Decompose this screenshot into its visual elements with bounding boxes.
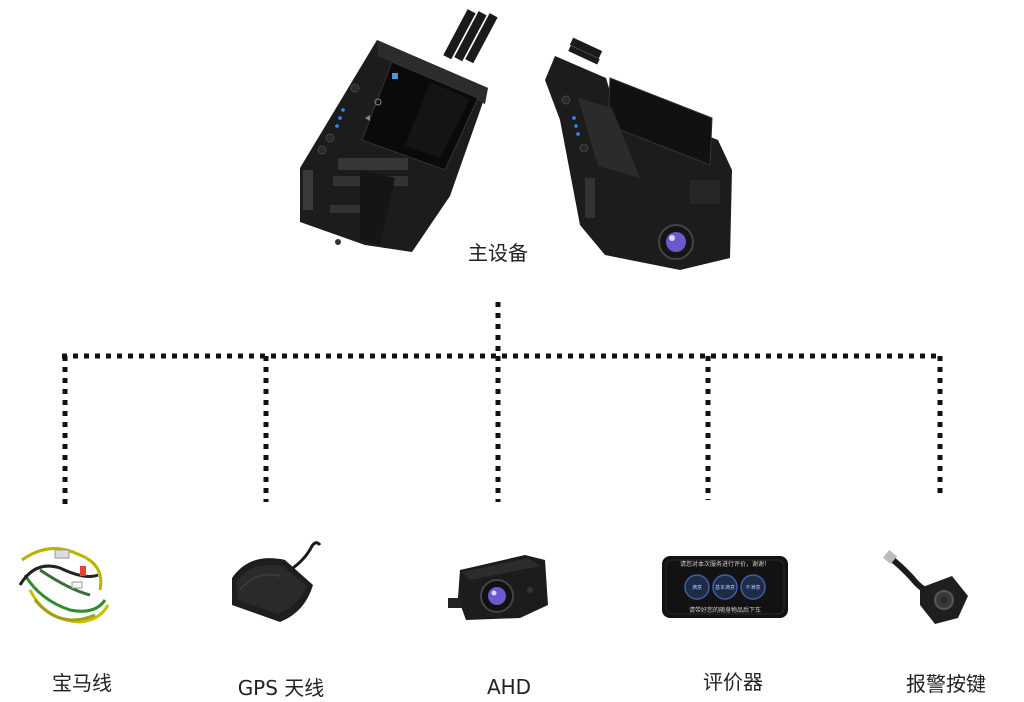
accessory-label-ahd: AHD — [486, 675, 532, 699]
main-device-front-icon — [300, 9, 498, 252]
accessory-label-wire-harness: 宝马线 — [52, 671, 112, 695]
accessory-label-rating-device: 评价器 — [703, 670, 763, 694]
rating-button-label-1: 满意 — [692, 584, 702, 591]
main-device-label: 主设备 — [468, 241, 528, 265]
rating-button-label-2: 基本满意 — [715, 584, 735, 591]
accessory-label-gps-antenna: GPS 天线 — [237, 676, 325, 700]
alarm-button-icon — [882, 549, 968, 624]
main-device-rear-icon — [545, 37, 732, 270]
rating-button-2 — [712, 574, 738, 600]
accessory-label-alarm-button: 报警按键 — [906, 672, 986, 696]
rating-device-icon: 请您对本次服务进行评价，谢谢！ 请带好您的随身物品后下车 满意 基本满意 不满意 — [662, 556, 788, 618]
rating-device-top-text: 请您对本次服务进行评价，谢谢！ — [680, 560, 770, 568]
rating-device-bottom-text: 请带好您的随身物品后下车 — [689, 606, 761, 614]
rating-button-3 — [740, 574, 766, 600]
rating-button-label-3: 不满意 — [745, 584, 760, 591]
connector-lines — [62, 302, 943, 505]
ahd-camera-icon — [448, 555, 548, 620]
rating-button-1 — [684, 574, 710, 600]
wire-harness-icon — [18, 547, 110, 624]
gps-antenna-icon — [232, 541, 322, 622]
